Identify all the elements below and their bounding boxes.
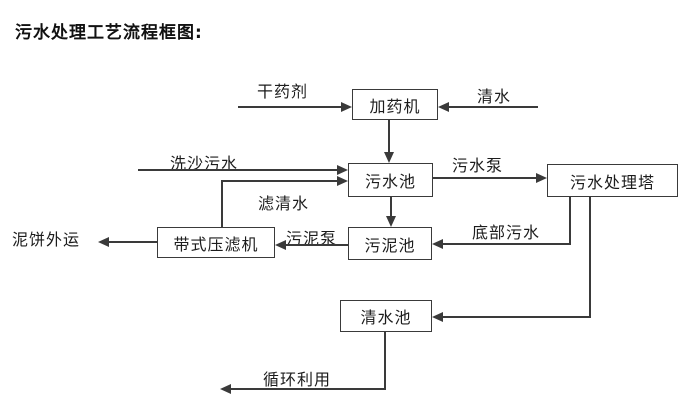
arrow-dosing-to-sewage-head: [384, 152, 394, 163]
label-sand-washing-sewage: 洗沙污水: [170, 154, 239, 173]
page-title: 污水处理工艺流程框图:: [15, 23, 203, 43]
arrow-clean-water-line: [449, 106, 538, 108]
arrow-bottom-sewage-vline: [569, 197, 571, 245]
arrow-bottom-sewage-head: [432, 239, 443, 249]
arrow-sand-washing-line: [138, 169, 337, 171]
node-sewage-pool: 污水池: [348, 163, 433, 197]
arrow-recycle-vline: [384, 332, 386, 390]
node-clean-water-pool: 清水池: [340, 300, 432, 332]
arrow-sewage-to-sludge-line: [390, 197, 392, 216]
arrow-clean-water-head: [438, 102, 449, 112]
arrow-mud-cake-line: [109, 241, 157, 243]
label-filtered-water: 滤清水: [258, 194, 310, 213]
arrow-recycle-head: [220, 384, 231, 394]
node-treatment-tower: 污水处理塔: [547, 164, 678, 197]
label-sewage-pump: 污水泵: [452, 156, 504, 175]
label-sludge-pump: 污泥泵: [286, 229, 338, 248]
arrow-bottom-sewage-line: [443, 243, 571, 245]
label-clean-water: 清水: [477, 87, 512, 106]
arrow-tower-to-cleanpool-vline: [589, 197, 591, 318]
arrow-filtered-water-line: [221, 180, 337, 182]
label-bottom-sewage: 底部污水: [472, 223, 541, 242]
label-mud-cake-out: 泥饼外运: [12, 230, 81, 249]
arrow-dry-chemical-line: [238, 106, 343, 108]
arrow-sand-washing-head: [337, 165, 348, 175]
node-belt-filter-press: 带式压滤机: [157, 227, 275, 258]
arrow-filtered-water-vline: [221, 180, 223, 227]
arrow-dosing-to-sewage-line: [388, 120, 390, 153]
label-recycle: 循环利用: [263, 370, 332, 389]
label-dry-chemical: 干药剂: [257, 82, 309, 101]
arrow-sewage-to-sludge-head: [386, 216, 396, 227]
node-dosing-machine: 加药机: [352, 89, 438, 120]
arrow-dry-chemical-head: [341, 102, 352, 112]
arrow-sludge-pump-line: [286, 244, 348, 246]
arrow-sewage-pump-head: [536, 173, 547, 183]
arrow-filtered-water-head: [337, 176, 348, 186]
arrow-mud-cake-head: [98, 237, 109, 247]
arrow-sludge-pump-head: [275, 240, 286, 250]
arrow-tower-to-cleanpool-line: [443, 316, 591, 318]
node-sludge-pool: 污泥池: [348, 227, 432, 260]
arrow-tower-to-cleanpool-head: [432, 312, 443, 322]
arrow-sewage-pump-line: [433, 177, 536, 179]
arrow-recycle-line: [231, 388, 386, 390]
